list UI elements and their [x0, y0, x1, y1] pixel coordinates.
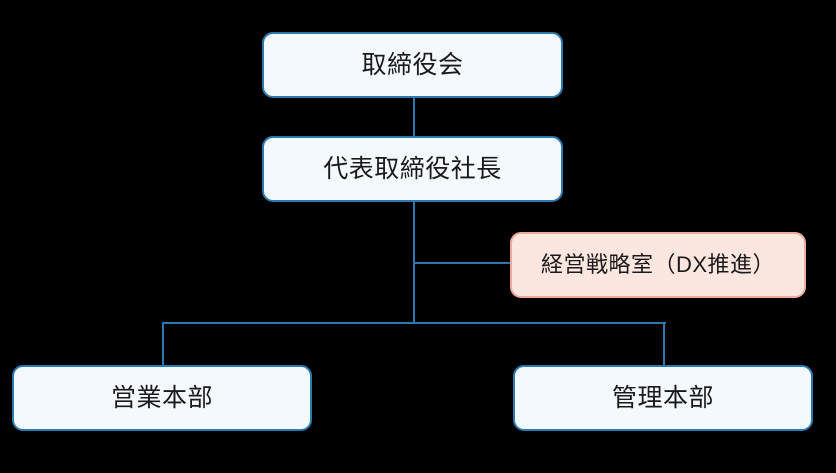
org-node-admin-division[interactable]: 管理本部 [513, 365, 813, 431]
org-node-board-of-directors-label: 取締役会 [361, 51, 464, 79]
connector-drop-to-admin [663, 322, 665, 367]
org-node-strategy-office[interactable]: 経営戦略室（DX推進） [510, 232, 806, 298]
org-node-strategy-office-label: 経営戦略室（DX推進） [540, 251, 776, 277]
org-node-sales-division[interactable]: 営業本部 [12, 365, 312, 431]
connector-divisions-horizontal-bar [162, 322, 666, 324]
org-node-president[interactable]: 代表取締役社長 [262, 136, 563, 202]
connector-president-to-strategy [413, 262, 512, 264]
org-node-sales-division-label: 営業本部 [110, 384, 213, 412]
org-node-board-of-directors[interactable]: 取締役会 [262, 32, 563, 98]
connector-board-to-president [413, 98, 415, 136]
connector-drop-to-sales [162, 322, 164, 367]
org-node-president-label: 代表取締役社長 [323, 155, 502, 183]
org-node-admin-division-label: 管理本部 [611, 384, 714, 412]
